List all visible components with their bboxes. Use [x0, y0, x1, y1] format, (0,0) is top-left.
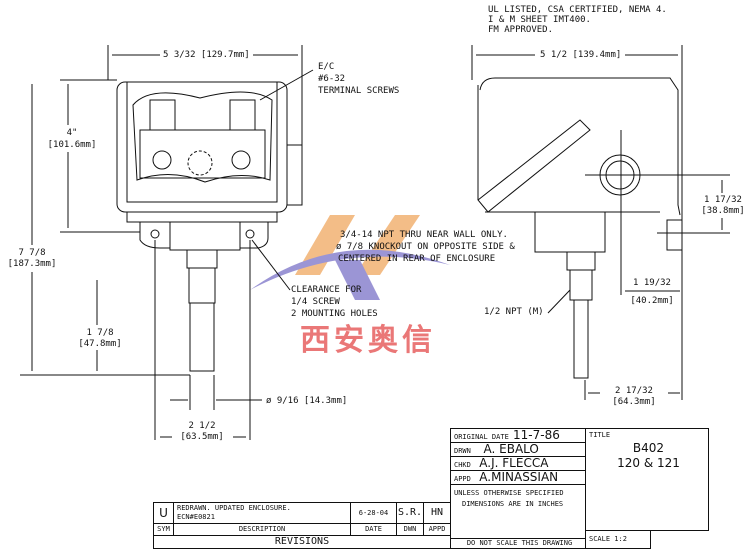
- height-dim-4-mm: [101.6mm]: [47, 140, 97, 150]
- height-dim-total: 7 7/8: [18, 248, 46, 258]
- rev-dwn: S.R.: [396, 502, 424, 524]
- title-label: TITLE: [589, 431, 611, 439]
- rev-date: 6-28-04: [350, 502, 397, 524]
- appd: A.MINASSIAN: [479, 470, 559, 484]
- rev-sym: U: [153, 502, 174, 524]
- rev-appd: HN: [423, 502, 451, 524]
- side-view: [471, 45, 730, 400]
- stem-diameter: ø 9/16 [14.3mm]: [266, 396, 348, 406]
- note-line: I & M SHEET IMT400.: [488, 15, 591, 25]
- rev-description: ECN#E0821: [177, 513, 215, 521]
- terminal-label: E/C: [318, 62, 335, 72]
- title-line-1: B402: [632, 441, 665, 455]
- drwn: A. EBALO: [483, 442, 539, 456]
- original-date-label: ORIGINAL DATE: [454, 433, 509, 441]
- chkd-label: CHKD: [454, 461, 471, 469]
- watermark-text: 西安奥信: [300, 323, 436, 358]
- depth-dim: 2 17/32: [615, 386, 653, 396]
- revisions-title: REVISIONS: [153, 535, 451, 549]
- hole-dim-mm: [38.8mm]: [701, 206, 745, 216]
- rev-description: REDRAWN. UPDATED ENCLOSURE.: [177, 504, 291, 512]
- stem-offset-dim-mm: [40.2mm]: [630, 296, 674, 306]
- note-line: UL LISTED, CSA CERTIFIED, NEMA 4.: [488, 5, 667, 15]
- clearance-note: 2 MOUNTING HOLES: [291, 309, 378, 319]
- mount-dim: 2 1/2: [188, 421, 216, 431]
- height-dim-4: 4": [66, 128, 78, 138]
- terminal-label: #6-32: [318, 74, 346, 84]
- original-date: 11-7-86: [513, 428, 560, 442]
- no-scale-note: DO NOT SCALE THIS DRAWING: [450, 538, 586, 549]
- title-line-2: 120 & 121: [617, 456, 680, 470]
- npt-note: 1/2 NPT (M): [484, 307, 544, 317]
- stem-offset-dim: 1 19/32: [633, 278, 671, 288]
- drwn-label: DRWN: [454, 447, 471, 455]
- scale: SCALE 1:2: [585, 530, 651, 549]
- height-dim-total-mm: [187.3mm]: [7, 259, 57, 269]
- appd-label: APPD: [454, 475, 471, 483]
- conduit-note: 3/4-14 NPT THRU NEAR WALL ONLY.: [340, 230, 508, 240]
- conduit-note: ø 7/8 KNOCKOUT ON OPPOSITE SIDE &: [336, 242, 515, 252]
- depth-dim-mm: [64.3mm]: [612, 397, 656, 407]
- units-note: UNLESS OTHERWISE SPECIFIED: [454, 489, 564, 497]
- terminal-label: TERMINAL SCREWS: [318, 86, 400, 96]
- note-line: FM APPROVED.: [488, 25, 554, 35]
- clearance-note: 1/4 SCREW: [291, 297, 340, 307]
- units-note: DIMENSIONS ARE IN INCHES: [462, 500, 564, 508]
- side-width-dim: 5 1/2 [139.4mm]: [540, 50, 622, 60]
- front-view: [20, 45, 314, 440]
- hole-dim: 1 17/32: [704, 195, 742, 205]
- watermark-logo: [250, 215, 450, 300]
- clearance-note: CLEARANCE FOR: [291, 285, 362, 295]
- stem-dim: 1 7/8: [86, 328, 114, 338]
- chkd: A.J. FLECCA: [479, 456, 549, 470]
- front-width-dim: 5 3/32 [129.7mm]: [163, 50, 250, 60]
- stem-dim-mm: [47.8mm]: [78, 339, 122, 349]
- conduit-note: CENTERED IN REAR OF ENCLOSURE: [338, 254, 496, 264]
- mount-dim-mm: [63.5mm]: [180, 432, 224, 442]
